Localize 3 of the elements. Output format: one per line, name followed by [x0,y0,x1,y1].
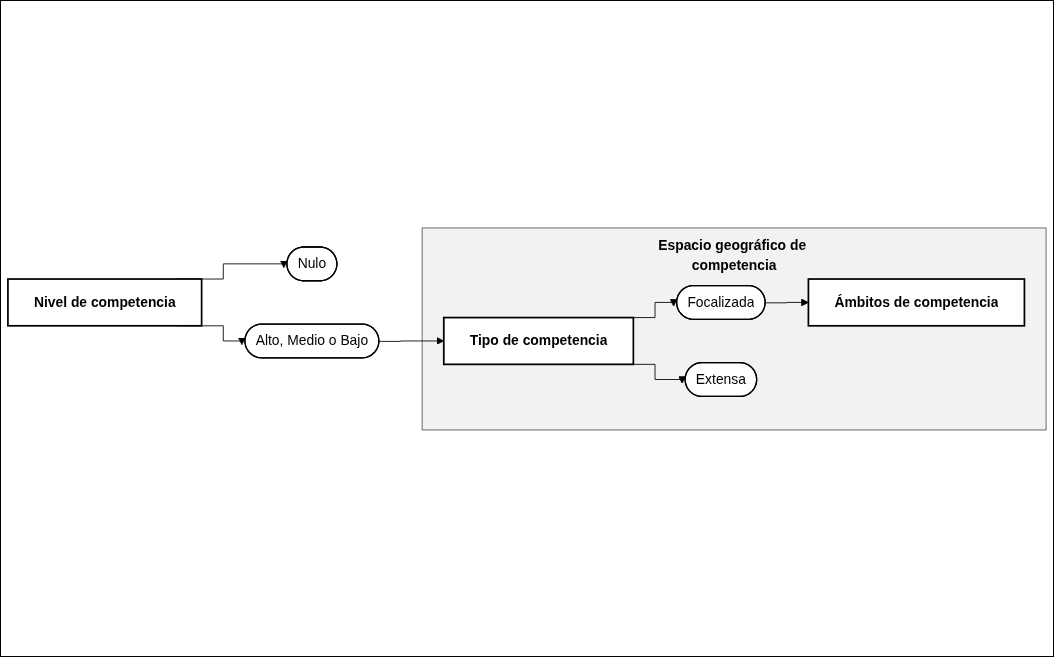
node-box: Tipo de competencia [442,316,635,365]
node-box: Ámbitos de competencia [807,277,1026,327]
node-box: Nivel de competencia [7,277,203,327]
